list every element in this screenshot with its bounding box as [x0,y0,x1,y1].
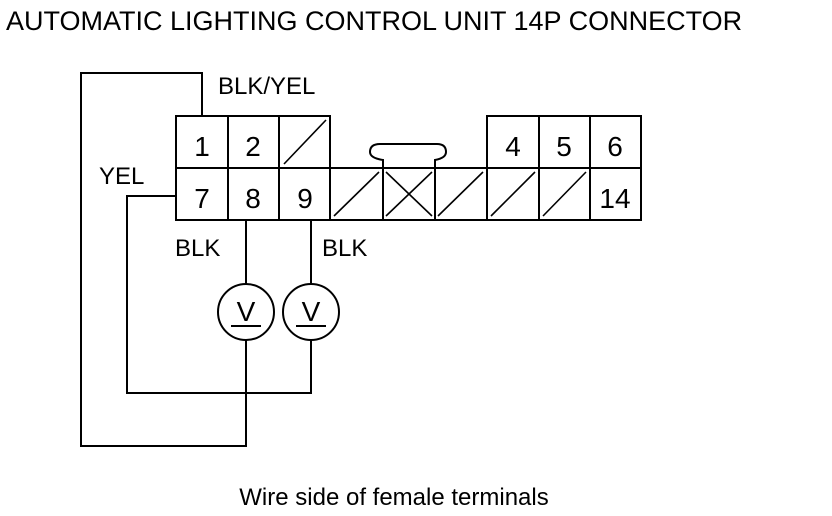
pin-8-label: 8 [245,183,261,214]
wire-pin7 [126,195,312,394]
diagram-title: AUTOMATIC LIGHTING CONTROL UNIT 14P CONN… [6,6,742,36]
voltmeter-symbol: V [237,296,256,327]
voltmeter-2: V [282,283,340,341]
wire-label-blk-pin8: BLK [175,235,220,262]
pin-9-label: 9 [297,183,313,214]
pin-1-label: 1 [194,131,210,162]
connector-14p: 1 2 4 5 6 7 8 9 14 [175,115,642,221]
pin-5-label: 5 [556,131,572,162]
pin-7-label: 7 [194,183,210,214]
wire-pin1 [80,72,247,447]
empty-cavity-cross [385,171,433,217]
wiring [80,72,312,447]
pin-14-label: 14 [599,183,630,214]
wire-label-blk-yel: BLK/YEL [218,73,315,100]
pin-2-label: 2 [245,131,261,162]
empty-cavity-slash [333,171,380,217]
pin-6-label: 6 [607,131,623,162]
diagram-caption: Wire side of female terminals [239,484,548,511]
lock-tab [368,143,448,168]
empty-cavity-slash [437,171,484,217]
empty-cavity-slash [490,171,536,217]
wire-label-blk-pin9: BLK [322,235,367,262]
voltmeter-symbol: V [302,296,321,327]
empty-cavity-slash [283,119,327,165]
pin-4-label: 4 [505,131,521,162]
voltmeter-1: V [217,283,275,341]
empty-cavity-slash [542,171,587,217]
wire-label-yel: YEL [99,163,144,190]
